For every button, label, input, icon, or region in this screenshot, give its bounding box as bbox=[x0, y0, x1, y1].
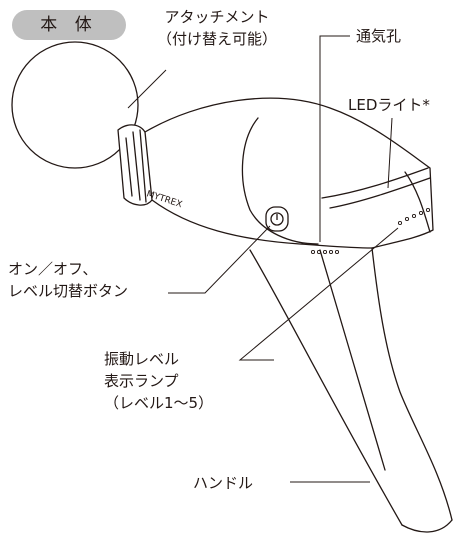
section-title-badge: 本 体 bbox=[12, 10, 126, 40]
indicator-leader bbox=[238, 227, 399, 361]
vent-leader bbox=[319, 35, 350, 242]
power-button-label-line1: オン／オフ、 bbox=[8, 260, 98, 278]
indicator-label: 振動レベル 表示ランプ （レベル1〜5） bbox=[104, 348, 213, 414]
power-leader bbox=[168, 225, 271, 294]
power-button-label: オン／オフ、 レベル切替ボタン bbox=[8, 258, 128, 302]
led-leader bbox=[387, 117, 393, 189]
level-indicator-lamps bbox=[397, 207, 431, 226]
indicator-label-line2: 表示ランプ bbox=[104, 372, 179, 390]
body-outline bbox=[144, 97, 434, 249]
vent-holes bbox=[310, 249, 340, 255]
indicator-label-line3: （レベル1〜5） bbox=[104, 394, 214, 412]
attachment-label-line2: （付け替え可能） bbox=[156, 30, 277, 48]
led-label: LEDライト* bbox=[348, 96, 430, 114]
indicator-label-line1: 振動レベル bbox=[104, 350, 180, 368]
vent-label: 通気孔 bbox=[356, 27, 402, 45]
attachment-label-line1: アタッチメント bbox=[164, 8, 270, 26]
brand-text: MYTREX bbox=[145, 189, 183, 210]
power-button-label-line2: レベル切替ボタン bbox=[8, 282, 129, 300]
attachment-ball bbox=[11, 41, 139, 169]
power-button bbox=[265, 206, 289, 232]
handle-outline bbox=[249, 249, 403, 526]
led-strip bbox=[321, 167, 429, 199]
attachment-label: アタッチメント （付け替え可能） bbox=[152, 6, 282, 50]
attachment-leader bbox=[127, 69, 167, 109]
handle-label: ハンドル bbox=[193, 474, 254, 492]
